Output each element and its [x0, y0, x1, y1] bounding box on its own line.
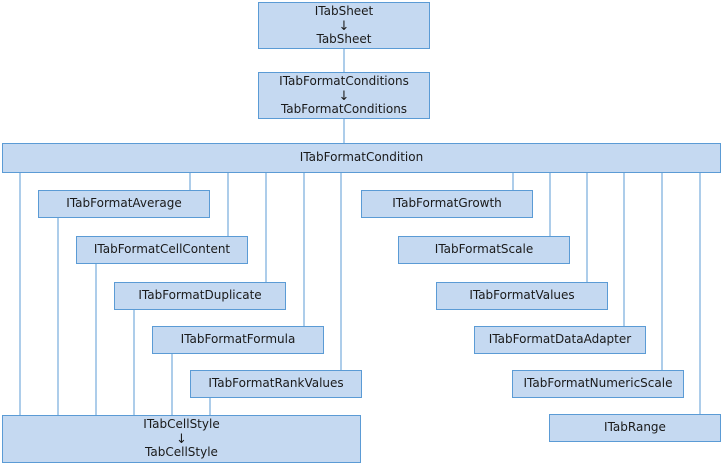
interface-label: ITabFormatFormula: [180, 332, 296, 347]
class-node-tabformatconditions[interactable]: ITabFormatConditions↓TabFormatConditions: [258, 72, 430, 119]
interface-label: ITabCellStyle: [143, 417, 220, 432]
interface-label: ITabFormatGrowth: [392, 196, 502, 211]
interface-label: ITabFormatScale: [434, 242, 534, 257]
down-arrow-icon: ↓: [338, 88, 350, 104]
class-node-tabformatscale[interactable]: ITabFormatScale: [398, 236, 570, 264]
interface-label: ITabFormatValues: [469, 288, 575, 303]
interface-label: ITabSheet: [314, 3, 374, 18]
class-node-tabformatduplicate[interactable]: ITabFormatDuplicate: [114, 282, 286, 310]
interface-label: ITabFormatAverage: [66, 196, 182, 211]
class-node-tabformatnumericscale[interactable]: ITabFormatNumericScale: [512, 370, 684, 398]
down-arrow-icon: ↓: [338, 18, 350, 34]
class-node-tabformataverage[interactable]: ITabFormatAverage: [38, 190, 210, 218]
class-node-tabsheet[interactable]: ITabSheet↓TabSheet: [258, 2, 430, 49]
class-node-tabcellstyle[interactable]: ITabCellStyle↓TabCellStyle: [2, 415, 361, 463]
class-node-tabformatcondition[interactable]: ITabFormatCondition: [2, 143, 721, 173]
interface-label: ITabFormatConditions: [279, 73, 409, 88]
class-node-tabformatformula[interactable]: ITabFormatFormula: [152, 326, 324, 354]
interface-label: ITabFormatDataAdapter: [488, 332, 632, 347]
class-node-tabrange[interactable]: ITabRange: [549, 414, 721, 442]
interface-label: ITabRange: [604, 420, 666, 435]
class-node-tabformatcellcontent[interactable]: ITabFormatCellContent: [76, 236, 248, 264]
interface-label: ITabFormatNumericScale: [523, 376, 673, 391]
interface-label: ITabFormatDuplicate: [138, 288, 262, 303]
interface-label: ITabFormatCellContent: [93, 242, 231, 257]
interface-label: ITabFormatCondition: [299, 150, 424, 165]
class-node-tabformatrankvalues[interactable]: ITabFormatRankValues: [190, 370, 362, 398]
class-node-tabformatdataadapter[interactable]: ITabFormatDataAdapter: [474, 326, 646, 354]
down-arrow-icon: ↓: [176, 432, 187, 447]
class-node-tabformatgrowth[interactable]: ITabFormatGrowth: [361, 190, 533, 218]
class-node-tabformatvalues[interactable]: ITabFormatValues: [436, 282, 608, 310]
implementation-label: TabCellStyle: [145, 445, 218, 459]
implementation-label: TabFormatConditions: [280, 101, 408, 116]
interface-label: ITabFormatRankValues: [208, 376, 344, 391]
implementation-label: TabSheet: [316, 31, 372, 46]
